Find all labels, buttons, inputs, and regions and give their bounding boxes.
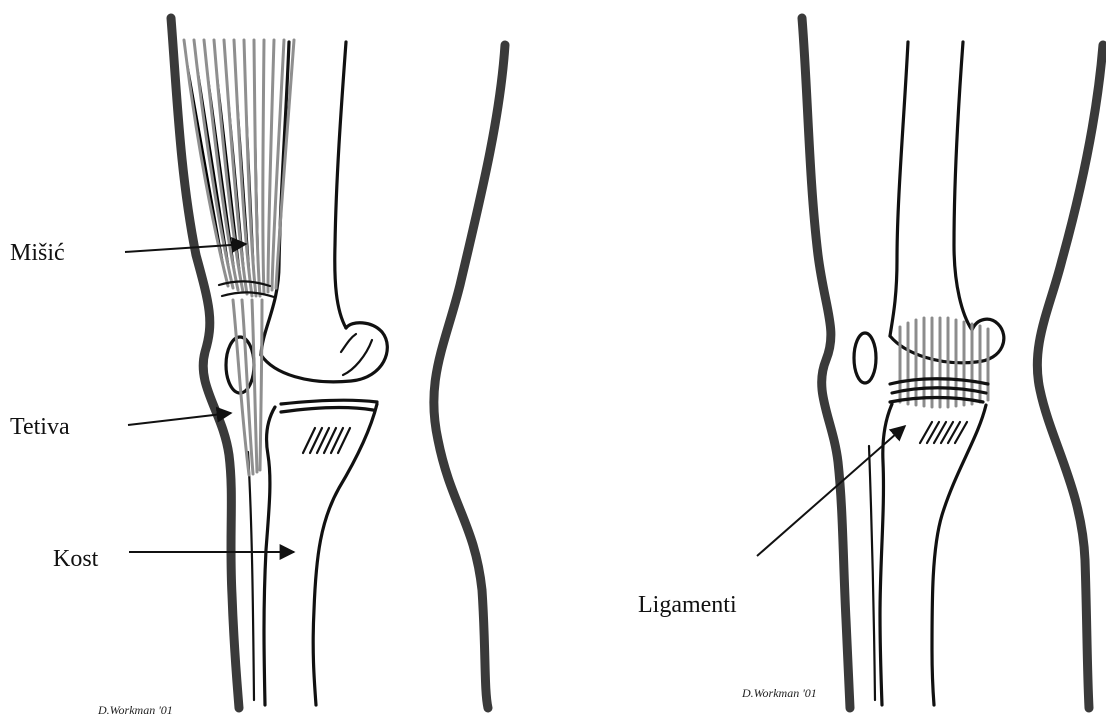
right-signature: D.Workman '01	[741, 686, 817, 700]
bone-label: Kost	[53, 546, 99, 572]
left-tibia-shaft-left	[264, 407, 275, 705]
right-skin-outline-front	[802, 18, 850, 708]
left-femur-condyle	[261, 323, 387, 382]
left-tibia-shaft-right	[313, 404, 377, 705]
left-tendon	[233, 300, 262, 475]
right-skin-outline-back	[1037, 45, 1103, 708]
muscle-label: Mišić	[10, 240, 65, 266]
right-knee-illustration	[757, 18, 1103, 708]
left-femur-right-line	[335, 42, 346, 328]
left-signature: D.Workman '01	[97, 703, 173, 717]
left-knee-illustration	[125, 18, 505, 708]
muscle-arrow	[125, 244, 246, 252]
left-skin-outline-back	[434, 45, 505, 708]
left-tibia-hatching	[303, 428, 350, 453]
left-tibia-plateau	[281, 400, 377, 412]
right-tibia-shaft-right	[932, 405, 986, 705]
right-patella	[854, 333, 876, 383]
right-femur-right-line	[954, 42, 972, 330]
left-femur-cartilage-hatch	[341, 334, 372, 375]
right-femur-left-line	[890, 42, 908, 336]
right-tibia-shaft-left	[880, 404, 892, 705]
tendon-label: Tetiva	[10, 414, 70, 440]
right-tibia-hatching	[920, 422, 967, 443]
right-fibula-line	[869, 446, 875, 700]
left-fibula-line	[248, 452, 254, 700]
ligaments-label: Ligamenti	[638, 592, 737, 618]
